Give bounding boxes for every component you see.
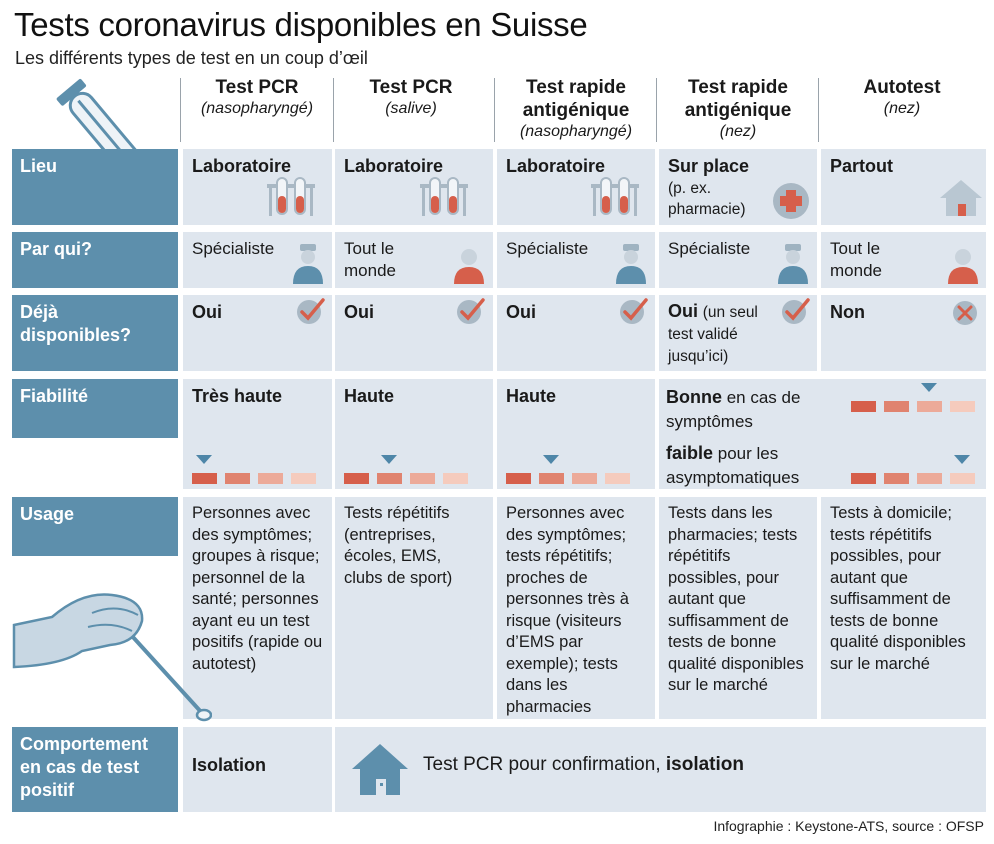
row-label-usage: Usage — [12, 497, 178, 556]
usage-cell-1: Personnes avec des symptômes; groupes à … — [183, 497, 332, 719]
scale-segment — [539, 473, 564, 484]
fiabilite-cell-2: Haute — [335, 379, 493, 489]
pharmacy-icon — [773, 183, 809, 219]
scale-segment — [258, 473, 283, 484]
scale-marker-icon — [381, 455, 397, 464]
person-icon — [948, 249, 978, 284]
scale-marker-icon — [954, 455, 970, 464]
scale-segment — [950, 473, 975, 484]
fiabilite-cell-1: Très haute — [183, 379, 332, 489]
scale-segment — [344, 473, 369, 484]
reliability-scale — [192, 455, 322, 485]
row-label-par-qui: Par qui? — [12, 232, 178, 288]
column-divider — [494, 78, 495, 142]
column-header-3: Test rapide antigénique (nasopharyngé) — [519, 77, 633, 140]
test-tubes-icon — [591, 177, 639, 216]
reliability-scale — [851, 455, 981, 485]
column-header-5: Autotest (nez) — [863, 77, 941, 117]
usage-cell-5: Tests à domicile; tests répétitifs possi… — [821, 497, 986, 719]
comportement-cell-1: Isolation — [183, 727, 332, 812]
scale-segment — [917, 401, 942, 412]
check-icon — [297, 298, 325, 324]
column-header-4: Test rapide antigénique (nez) — [684, 77, 792, 140]
reliability-scale — [506, 455, 636, 485]
test-tubes-icon — [420, 177, 468, 216]
fiabilite-cell-3: Haute — [497, 379, 655, 489]
row-label-comportement: Comportement en cas de test positif — [12, 727, 178, 812]
comportement-cell-rest: Test PCR pour confirmation, isolation — [335, 727, 986, 812]
scale-segment — [851, 401, 876, 412]
row-label-lieu: Lieu — [12, 149, 178, 225]
row-label-disponibles: Déjà disponibles? — [12, 295, 178, 371]
scale-segment — [192, 473, 217, 484]
check-icon — [782, 298, 810, 324]
specialist-icon — [293, 244, 323, 284]
scale-marker-icon — [921, 383, 937, 392]
scale-segment — [884, 473, 909, 484]
scale-segment — [917, 473, 942, 484]
usage-cell-3: Personnes avec des symptômes; tests répé… — [497, 497, 655, 719]
row-label-fiabilite: Fiabilité — [12, 379, 178, 438]
scale-segment — [884, 401, 909, 412]
scale-segment — [605, 473, 630, 484]
column-divider — [180, 78, 181, 142]
reliability-scale — [851, 383, 981, 413]
column-header-1: Test PCR (nasopharyngé) — [200, 77, 314, 117]
scale-segment — [291, 473, 316, 484]
check-icon — [457, 298, 485, 324]
usage-cell-2: Tests répétitifs (entreprises, écoles, E… — [335, 497, 493, 719]
scale-segment — [572, 473, 597, 484]
column-divider — [818, 78, 819, 142]
credit-footer: Infographie : Keystone-ATS, source : OFS… — [713, 818, 984, 834]
page-subtitle: Les différents types de test en un coup … — [15, 48, 368, 68]
scale-segment — [410, 473, 435, 484]
specialist-icon — [616, 244, 646, 284]
specialist-icon — [778, 244, 808, 284]
test-tubes-icon — [267, 177, 315, 216]
usage-cell-4: Tests dans les pharmacies; tests répétit… — [659, 497, 817, 719]
scale-segment — [950, 401, 975, 412]
house-icon — [352, 744, 408, 795]
column-divider — [656, 78, 657, 142]
scale-marker-icon — [196, 455, 212, 464]
person-icon — [454, 249, 484, 284]
scale-segment — [443, 473, 468, 484]
reliability-scale — [344, 455, 474, 485]
house-icon — [940, 180, 982, 216]
cross-icon — [953, 301, 977, 325]
gloved-hand-swab-icon — [12, 593, 212, 722]
fiabilite-cell-4: Bonne en cas de symptômes faible pour le… — [659, 379, 986, 489]
scale-marker-icon — [543, 455, 559, 464]
scale-segment — [377, 473, 402, 484]
column-divider — [333, 78, 334, 142]
scale-segment — [851, 473, 876, 484]
page-title: Tests coronavirus disponibles en Suisse — [14, 6, 588, 43]
scale-segment — [506, 473, 531, 484]
column-header-2: Test PCR (salive) — [369, 77, 453, 117]
scale-segment — [225, 473, 250, 484]
check-icon — [620, 298, 648, 324]
